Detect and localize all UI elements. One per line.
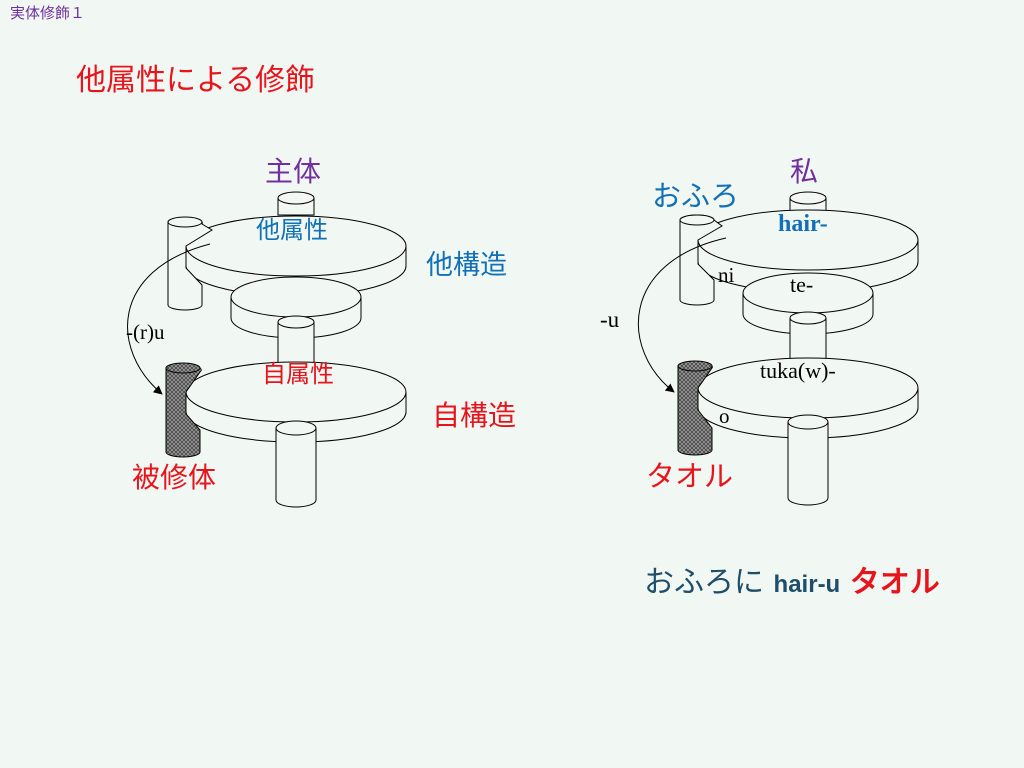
right-bottom-shaft (787, 414, 829, 506)
slide-header: 実体修飾１ (10, 4, 86, 22)
slide-title: 他属性による修飾 (76, 63, 316, 98)
left-top-shaft (277, 191, 315, 216)
label-towel: タオル (646, 459, 734, 493)
caption-hair-u: hair-u (773, 571, 841, 598)
left-upper-block (167, 216, 213, 311)
left-bottom-shaft (275, 420, 317, 508)
left-diagram (127, 191, 407, 508)
label-watashi: 私 (790, 155, 819, 188)
right-hatched-block (677, 360, 713, 456)
label-arrow-ru: -(r)u (126, 320, 165, 344)
label-subject: 主体 (265, 155, 322, 188)
caption: おふろに hair-u タオル (644, 568, 940, 598)
label-self-structure: 自構造 (432, 399, 517, 432)
right-connecting-shaft (789, 311, 827, 367)
label-self-attribute: 自属性 (262, 360, 334, 388)
right-diagram (637, 191, 919, 506)
left-hatched-block (165, 362, 202, 458)
right-curved-arrow (637, 237, 727, 393)
label-te: te- (790, 272, 814, 297)
label-tuka: tuka(w)- (760, 358, 836, 383)
label-hair: hair- (778, 211, 828, 237)
label-ofuro: おふろ (652, 179, 740, 213)
left-connecting-shaft (277, 315, 315, 371)
left-lower-disc (185, 361, 407, 443)
label-other-structure: 他構造 (426, 250, 507, 281)
right-top-shaft (789, 191, 827, 213)
label-modified: 被修体 (132, 461, 217, 494)
right-lower-disc (697, 357, 919, 439)
left-curved-arrow (127, 243, 211, 395)
label-u: -u (600, 307, 620, 332)
label-ni: ni (718, 263, 735, 287)
label-other-attribute: 他属性 (256, 216, 328, 244)
caption-ofuroni: おふろに (644, 565, 764, 600)
caption-towel: タオル (849, 565, 940, 600)
right-upper-block (679, 214, 723, 306)
label-o: o (719, 404, 730, 428)
